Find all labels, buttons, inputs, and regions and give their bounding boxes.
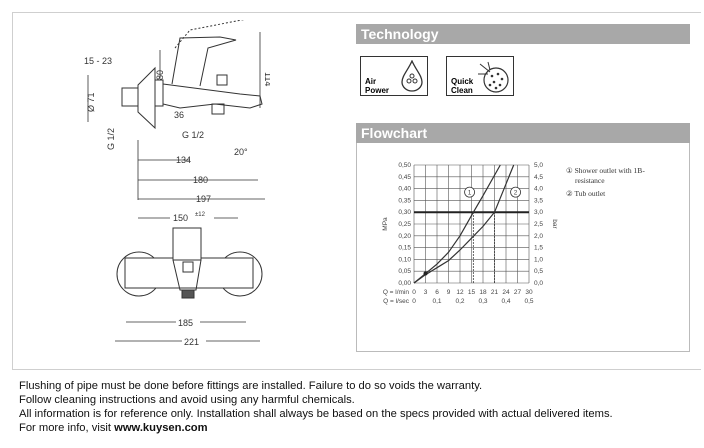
y-tick-right: 5,0 <box>534 162 543 169</box>
dim-180: 180 <box>193 175 208 185</box>
x-tick-lmin: 12 <box>456 289 464 296</box>
note-more-info: For more info, visit www.kuysen.com <box>19 421 613 435</box>
dim-g12-outlet: G 1/2 <box>182 130 204 140</box>
dim-80: 80 <box>155 70 165 80</box>
dim-114: 114 <box>263 72 270 86</box>
dim-g12-inlet: G 1/2 <box>106 128 116 150</box>
legend-item-2: ② Tub outlet <box>566 189 645 199</box>
spray-disc-icon <box>478 61 509 93</box>
y-tick-right: 3,0 <box>534 209 543 216</box>
series-label-1: 1 <box>468 190 472 197</box>
badge-line1: Quick <box>451 77 474 86</box>
x-label-lmin: Q = l/min <box>383 289 410 296</box>
y-tick-left: 0,10 <box>398 256 411 263</box>
x-tick-lmin: 24 <box>502 289 510 296</box>
x-tick-lmin: 9 <box>447 289 451 296</box>
note-cleaning: Follow cleaning instructions and avoid u… <box>19 394 355 406</box>
spec-sheet-frame <box>12 12 701 370</box>
y-tick-right: 0,0 <box>534 280 543 287</box>
dim-134: 134 <box>176 155 191 165</box>
technology-header: Technology <box>356 24 690 44</box>
legend-text: resistance <box>575 176 605 185</box>
dim-197: 197 <box>196 194 211 204</box>
website-link[interactable]: www.kuysen.com <box>114 422 208 434</box>
x-tick-lsec: 0,5 <box>524 298 533 305</box>
dimension-lines <box>87 32 265 342</box>
y-tick-left: 0,20 <box>398 233 411 240</box>
x-tick-lsec: 0,3 <box>478 298 487 305</box>
y-tick-left: 0,30 <box>398 209 411 216</box>
water-drop-icon <box>401 60 423 92</box>
badge-line1: Air <box>365 77 377 86</box>
y-tick-right: 4,5 <box>534 174 543 181</box>
dim-diameter-71: Ø 71 <box>86 92 96 112</box>
dim-221: 221 <box>184 337 199 347</box>
y-tick-right: 0,5 <box>534 268 543 275</box>
dim-tolerance: ±12 <box>195 212 206 218</box>
y-tick-right: 2,0 <box>534 233 543 240</box>
flowchart-chart: 0,000,050,100,150,200,250,300,350,400,45… <box>382 162 558 305</box>
y-tick-left: 0,50 <box>398 162 411 169</box>
dim-36: 36 <box>174 110 184 120</box>
x-tick-lsec: 0 <box>412 298 416 305</box>
flowchart-legend: ① Shower outlet with 1B-resistance ② Tub… <box>566 166 645 199</box>
y-tick-left: 0,25 <box>398 221 411 228</box>
y-tick-left: 0,35 <box>398 197 411 204</box>
badge-line2: Power <box>365 86 390 95</box>
legend-marker: ① <box>566 166 573 175</box>
x-tick-lmin: 30 <box>525 289 533 296</box>
y-tick-left: 0,15 <box>398 245 411 252</box>
side-view <box>121 20 263 130</box>
y-tick-left: 0,00 <box>398 280 411 287</box>
front-view <box>116 227 263 299</box>
technical-drawing: 15 - 23 80 114 Ø 71 G 1/2 36 G 1/2 20° 1… <box>84 20 270 347</box>
start-point-marker <box>423 271 428 276</box>
series-line-2 <box>413 164 515 284</box>
more-info-text: For more info, visit <box>19 422 115 434</box>
legend-text: Tub outlet <box>574 189 606 198</box>
y-tick-right: 1,0 <box>534 256 543 263</box>
y-tick-left: 0,05 <box>398 268 411 275</box>
notes: Flushing of pipe must be done before fit… <box>19 379 613 435</box>
x-tick-lmin: 3 <box>424 289 428 296</box>
series-label-2: 2 <box>514 190 518 197</box>
dim-15-23: 15 - 23 <box>84 56 112 66</box>
y-tick-right: 4,0 <box>534 186 543 193</box>
series-line-1 <box>413 164 501 284</box>
legend-marker: ② <box>566 189 573 198</box>
y-label-left: MPa <box>382 217 389 231</box>
x-tick-lmin: 18 <box>479 289 487 296</box>
note-flushing: Flushing of pipe must be done before fit… <box>19 380 483 392</box>
x-tick-lsec: 0,2 <box>455 298 464 305</box>
x-tick-lsec: 0,1 <box>432 298 441 305</box>
y-label-right: bar <box>551 219 558 229</box>
note-reference: All information is for reference only. I… <box>19 408 613 420</box>
y-tick-right: 3,5 <box>534 197 543 204</box>
dim-150: 150 <box>173 213 188 223</box>
x-tick-lmin: 21 <box>491 289 499 296</box>
flowchart-header: Flowchart <box>356 123 690 143</box>
x-label-lsec: Q = l/sec <box>383 298 410 305</box>
y-tick-left: 0,45 <box>398 174 411 181</box>
dim-185: 185 <box>178 318 193 328</box>
badge-line2: Clean <box>451 86 473 95</box>
legend-item-1: ① Shower outlet with 1B-resistance <box>566 166 645 186</box>
legend-text: Shower outlet with 1B- <box>574 166 645 175</box>
series-label-circle <box>510 186 521 198</box>
x-tick-lmin: 0 <box>412 289 416 296</box>
flowchart-panel <box>356 143 690 352</box>
series-label-circle <box>464 186 475 198</box>
y-tick-right: 1,5 <box>534 245 543 252</box>
x-tick-lmin: 6 <box>435 289 439 296</box>
x-tick-lmin: 15 <box>468 289 476 296</box>
x-tick-lmin: 27 <box>514 289 522 296</box>
y-tick-left: 0,40 <box>398 186 411 193</box>
y-tick-right: 2,5 <box>534 221 543 228</box>
dim-20-degrees: 20° <box>234 147 248 157</box>
x-tick-lsec: 0,4 <box>501 298 510 305</box>
